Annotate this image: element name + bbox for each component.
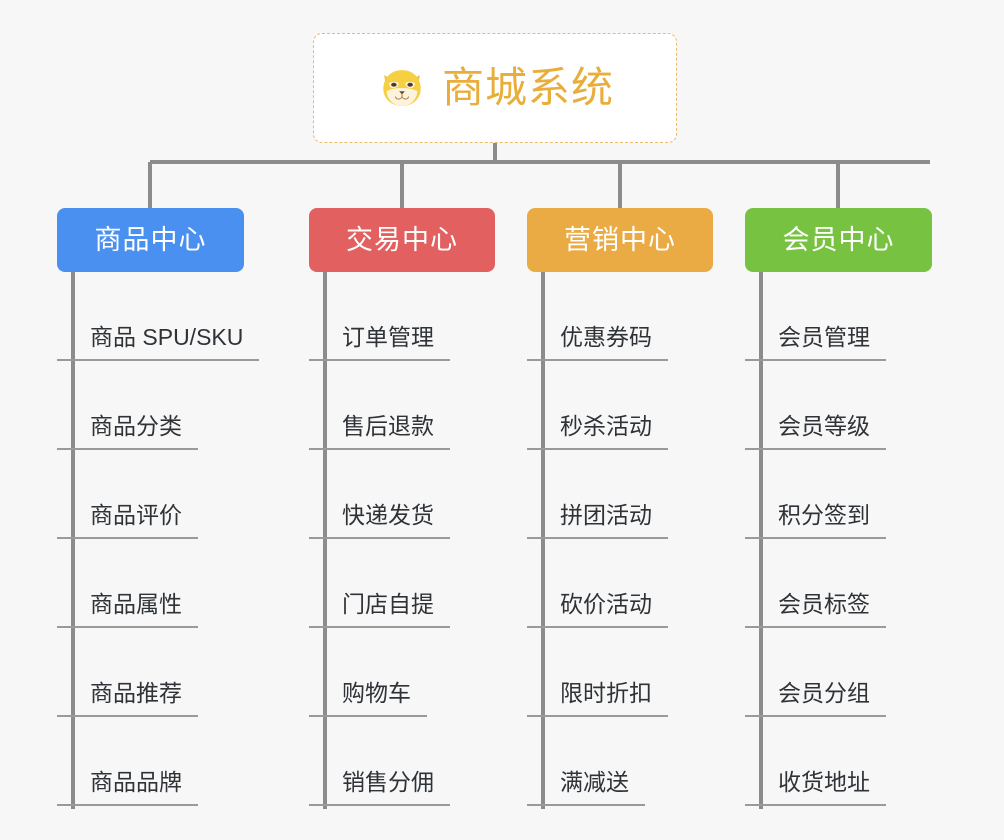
list-item[interactable]: 商品 SPU/SKU bbox=[57, 272, 260, 361]
leaf-label: 商品分类 bbox=[57, 415, 198, 450]
list-item[interactable]: 会员标签 bbox=[745, 539, 886, 628]
leaf-label: 商品评价 bbox=[57, 504, 198, 539]
leaf-label: 满减送 bbox=[527, 771, 645, 806]
leaf-label: 商品 SPU/SKU bbox=[57, 326, 260, 361]
leaf-list-product: 商品 SPU/SKU 商品分类 商品评价 商品属性 商品推荐 商品品牌 bbox=[57, 272, 260, 809]
category-header-trade[interactable]: 交易中心 bbox=[309, 208, 495, 272]
leaf-list-trade: 订单管理 售后退款 快递发货 门店自提 购物车 销售分佣 bbox=[309, 272, 450, 809]
list-item[interactable]: 砍价活动 bbox=[527, 539, 668, 628]
leaf-label: 商品推荐 bbox=[57, 682, 198, 717]
list-item[interactable]: 订单管理 bbox=[309, 272, 450, 361]
category-label: 会员中心 bbox=[782, 224, 895, 255]
leaf-label: 快递发货 bbox=[309, 504, 450, 539]
leaf-label: 会员管理 bbox=[745, 326, 886, 361]
leaf-label: 优惠券码 bbox=[527, 326, 668, 361]
list-item[interactable]: 商品推荐 bbox=[57, 628, 259, 717]
leaf-label: 商品品牌 bbox=[57, 771, 198, 806]
leaf-list-marketing: 优惠券码 秒杀活动 拼团活动 砍价活动 限时折扣 满减送 bbox=[527, 272, 668, 809]
leaf-label: 砍价活动 bbox=[527, 593, 668, 628]
leaf-label: 积分签到 bbox=[745, 504, 886, 539]
column-spine-icon bbox=[323, 272, 327, 809]
list-item[interactable]: 积分签到 bbox=[745, 450, 886, 539]
column-spine-icon bbox=[759, 272, 763, 809]
list-item[interactable]: 门店自提 bbox=[309, 539, 450, 628]
leaf-label: 商品属性 bbox=[57, 593, 198, 628]
shiba-dog-icon bbox=[383, 70, 421, 106]
leaf-label: 购物车 bbox=[309, 682, 427, 717]
list-item[interactable]: 商品评价 bbox=[57, 450, 259, 539]
list-item[interactable]: 会员分组 bbox=[745, 628, 886, 717]
column-spine-icon bbox=[71, 272, 75, 809]
list-item[interactable]: 售后退款 bbox=[309, 361, 450, 450]
list-item[interactable]: 满减送 bbox=[527, 717, 668, 806]
category-label: 商品中心 bbox=[94, 224, 207, 255]
list-item[interactable]: 商品属性 bbox=[57, 539, 259, 628]
leaf-label: 会员分组 bbox=[745, 682, 886, 717]
list-item[interactable]: 快递发货 bbox=[309, 450, 450, 539]
column-spine-icon bbox=[541, 272, 545, 809]
leaf-label: 订单管理 bbox=[309, 326, 450, 361]
leaf-list-member: 会员管理 会员等级 积分签到 会员标签 会员分组 收货地址 bbox=[745, 272, 886, 809]
leaf-label: 限时折扣 bbox=[527, 682, 668, 717]
leaf-label: 拼团活动 bbox=[527, 504, 668, 539]
list-item[interactable]: 拼团活动 bbox=[527, 450, 668, 539]
leaf-label: 会员等级 bbox=[745, 415, 886, 450]
list-item[interactable]: 商品品牌 bbox=[57, 717, 259, 806]
page-title: 商城系统 bbox=[441, 64, 614, 111]
category-label: 营销中心 bbox=[564, 224, 676, 255]
list-item[interactable]: 商品分类 bbox=[57, 361, 259, 450]
leaf-label: 售后退款 bbox=[309, 415, 450, 450]
list-item[interactable]: 会员等级 bbox=[745, 361, 886, 450]
list-item[interactable]: 会员管理 bbox=[745, 272, 886, 361]
list-item[interactable]: 限时折扣 bbox=[527, 628, 668, 717]
list-item[interactable]: 销售分佣 bbox=[309, 717, 450, 806]
category-header-member[interactable]: 会员中心 bbox=[745, 208, 932, 272]
leaf-label: 销售分佣 bbox=[309, 771, 450, 806]
category-header-product[interactable]: 商品中心 bbox=[57, 208, 244, 272]
category-label: 交易中心 bbox=[346, 224, 458, 255]
list-item[interactable]: 购物车 bbox=[309, 628, 450, 717]
category-header-marketing[interactable]: 营销中心 bbox=[527, 208, 713, 272]
list-item[interactable]: 收货地址 bbox=[745, 717, 886, 806]
leaf-label: 秒杀活动 bbox=[527, 415, 668, 450]
root-node[interactable]: 商城系统 bbox=[313, 33, 677, 143]
list-item[interactable]: 优惠券码 bbox=[527, 272, 668, 361]
leaf-label: 门店自提 bbox=[309, 593, 450, 628]
list-item[interactable]: 秒杀活动 bbox=[527, 361, 668, 450]
leaf-label: 收货地址 bbox=[745, 771, 886, 806]
leaf-label: 会员标签 bbox=[745, 593, 886, 628]
